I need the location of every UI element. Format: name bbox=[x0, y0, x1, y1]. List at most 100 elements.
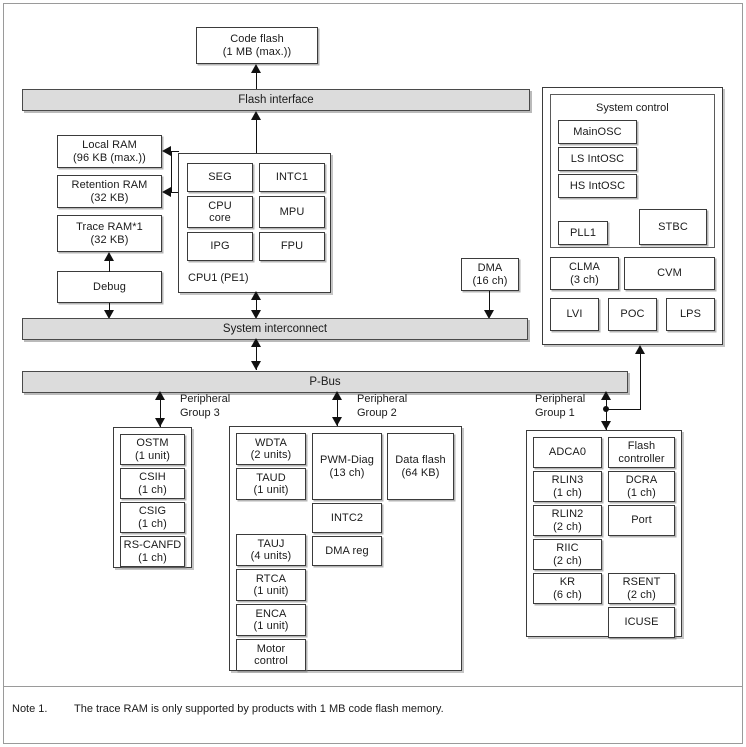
block-clma: CLMA (3 ch) bbox=[550, 257, 619, 290]
block-cpu-seg-line1: SEG bbox=[208, 171, 232, 184]
block-csih-line1: CSIH bbox=[139, 471, 166, 483]
block-csih: CSIH (1 ch) bbox=[120, 468, 185, 499]
arrowhead-group3-down bbox=[155, 418, 165, 427]
block-ostm-line2: (1 unit) bbox=[134, 449, 171, 462]
block-cvm: CVM bbox=[624, 257, 715, 290]
block-local-ram-line1: Local RAM bbox=[82, 139, 137, 151]
block-tauj-line1: TAUJ bbox=[257, 537, 285, 550]
block-retention-ram: Retention RAM (32 KB) bbox=[57, 175, 162, 208]
bus-p-bus: P-Bus bbox=[22, 371, 628, 393]
arrowhead-group1-up bbox=[601, 391, 611, 400]
block-riic-line2: (2 ch) bbox=[553, 554, 582, 567]
block-stbc-line1: STBC bbox=[658, 220, 688, 233]
block-clma-line2: (3 ch) bbox=[570, 273, 599, 286]
block-data-flash-line1: Data flash bbox=[395, 454, 446, 466]
arrowhead-group2-down bbox=[332, 417, 342, 426]
block-dcra: DCRA (1 ch) bbox=[608, 471, 675, 502]
block-pwm-diag-line2: (13 ch) bbox=[329, 466, 365, 479]
block-rlin3-line2: (1 ch) bbox=[553, 486, 582, 499]
block-mainosc: MainOSC bbox=[558, 120, 637, 144]
block-flash-controller-line1: Flash bbox=[627, 440, 656, 452]
block-lps-line1: LPS bbox=[679, 308, 702, 321]
block-kr: KR (6 ch) bbox=[533, 573, 602, 604]
label-peripheral-group-3-line1: Peripheral bbox=[180, 393, 231, 405]
block-cpu-core-line2: core bbox=[209, 212, 231, 224]
block-rlin2-line1: RLIN2 bbox=[551, 508, 584, 520]
label-peripheral-group-1-line2: Group 1 bbox=[535, 407, 575, 419]
label-peripheral-group-2-line2: Group 2 bbox=[357, 407, 397, 419]
block-debug-line1: Debug bbox=[93, 280, 126, 293]
block-ls-intosc-line1: LS IntOSC bbox=[570, 152, 625, 165]
block-debug: Debug bbox=[57, 271, 162, 303]
block-poc-line1: POC bbox=[620, 308, 645, 321]
block-tauj-line2: (4 units) bbox=[250, 550, 292, 562]
block-cpu-core-line1: CPU bbox=[208, 199, 232, 212]
block-enca-line1: ENCA bbox=[255, 607, 287, 620]
block-pwm-diag-line1: PWM-Diag bbox=[320, 454, 374, 466]
block-cpu-intc1-line1: INTC1 bbox=[275, 171, 309, 184]
block-csig-line1: CSIG bbox=[138, 505, 167, 517]
block-ls-intosc: LS IntOSC bbox=[558, 147, 637, 171]
arrowhead-retentionram-left bbox=[162, 187, 171, 197]
arrowhead-localram-left bbox=[162, 146, 171, 156]
bus-system-interconnect-label: System interconnect bbox=[222, 323, 328, 335]
block-stbc: STBC bbox=[639, 209, 707, 245]
block-poc: POC bbox=[608, 298, 657, 331]
block-clma-line1: CLMA bbox=[569, 261, 600, 273]
block-csig: CSIG (1 ch) bbox=[120, 502, 185, 533]
block-adca0: ADCA0 bbox=[533, 437, 602, 468]
block-taud-line2: (1 unit) bbox=[253, 484, 289, 496]
block-rlin2: RLIN2 (2 ch) bbox=[533, 505, 602, 536]
arrowhead-pbus-down bbox=[251, 361, 261, 370]
block-wdta: WDTA (2 units) bbox=[236, 433, 306, 465]
connector-flash-to-codeflash bbox=[256, 72, 257, 90]
arrowhead-system-control-up bbox=[635, 345, 645, 354]
label-peripheral-group-2: Peripheral Group 2 bbox=[357, 392, 407, 420]
block-adca0-line1: ADCA0 bbox=[548, 446, 587, 459]
block-enca: ENCA (1 unit) bbox=[236, 604, 306, 636]
page-frame bbox=[3, 3, 743, 744]
block-mainosc-line1: MainOSC bbox=[573, 125, 622, 138]
block-rtca-line1: RTCA bbox=[255, 572, 287, 585]
block-data-flash-line2: (64 KB) bbox=[401, 466, 440, 479]
block-hs-intosc: HS IntOSC bbox=[558, 174, 637, 198]
block-flash-controller-line2: controller bbox=[618, 452, 665, 465]
block-icuse-line1: ICUSE bbox=[624, 616, 659, 629]
block-rsent-line2: (2 ch) bbox=[627, 588, 656, 601]
arrowhead-codeflash-up bbox=[251, 64, 261, 73]
block-enca-line2: (1 unit) bbox=[253, 620, 289, 632]
label-peripheral-group-2-line1: Peripheral bbox=[357, 393, 408, 405]
block-csig-line2: (1 ch) bbox=[138, 517, 167, 530]
connector-pbus-to-group2 bbox=[337, 393, 338, 426]
label-cpu1-caption: CPU1 (PE1) bbox=[188, 272, 249, 284]
block-taud-line1: TAUD bbox=[256, 471, 286, 484]
block-local-ram-line2: (96 KB (max.)) bbox=[73, 151, 146, 164]
block-rlin3: RLIN3 (1 ch) bbox=[533, 471, 602, 502]
label-peripheral-group-1: Peripheral Group 1 bbox=[535, 392, 585, 420]
block-rlin3-line1: RLIN3 bbox=[551, 474, 584, 486]
block-code-flash-line2: (1 MB (max.)) bbox=[222, 45, 292, 58]
block-trace-ram-line1: Trace RAM*1 bbox=[76, 221, 143, 233]
block-kr-line2: (6 ch) bbox=[553, 588, 582, 601]
block-dcra-line1: DCRA bbox=[625, 474, 658, 486]
connector-debug-to-traceram bbox=[109, 260, 110, 272]
block-code-flash-line1: Code flash bbox=[230, 33, 284, 45]
block-pwm-diag: PWM-Diag (13 ch) bbox=[312, 433, 382, 500]
block-motor-control: Motor control bbox=[236, 639, 306, 671]
arrowhead-interconnect-up bbox=[251, 338, 261, 347]
block-cpu-fpu-line1: FPU bbox=[280, 240, 304, 253]
block-pll1: PLL1 bbox=[558, 221, 608, 245]
block-cpu-intc1: INTC1 bbox=[259, 163, 325, 192]
bus-flash-interface-label: Flash interface bbox=[238, 94, 314, 106]
block-intc2-line1: INTC2 bbox=[330, 511, 364, 524]
block-cvm-line1: CVM bbox=[657, 267, 682, 280]
block-flash-controller: Flash controller bbox=[608, 437, 675, 468]
arrowhead-cpu-down bbox=[251, 310, 261, 319]
block-cpu-seg: SEG bbox=[187, 163, 253, 192]
block-rs-canfd: RS-CANFD (1 ch) bbox=[120, 536, 185, 567]
connector-group1-branch-horizontal bbox=[606, 409, 641, 410]
arrowhead-traceram-up bbox=[104, 252, 114, 261]
block-data-flash: Data flash (64 KB) bbox=[387, 433, 454, 500]
block-ostm: OSTM (1 unit) bbox=[120, 434, 185, 465]
